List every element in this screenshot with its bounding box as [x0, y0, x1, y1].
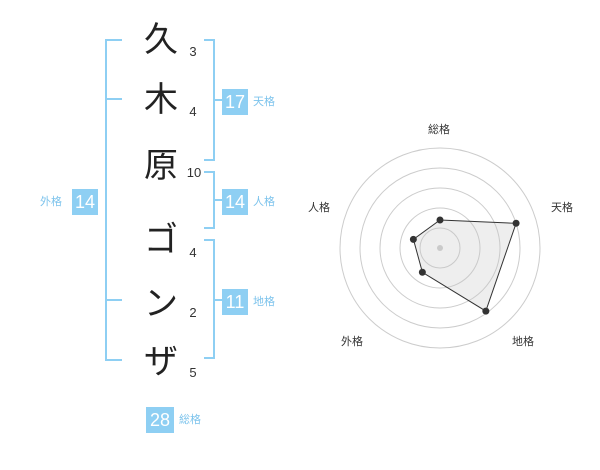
name-char-2: 木	[144, 80, 178, 120]
chikaku-label: 地格	[253, 295, 275, 308]
chikaku-value: 11	[222, 289, 248, 315]
radar-area	[412, 219, 517, 312]
radar-ring	[339, 147, 541, 349]
radar-grid	[339, 147, 541, 349]
name-char-5: ン	[144, 284, 178, 324]
radar-point-2	[512, 219, 520, 227]
radar-ring	[379, 187, 501, 309]
stroke-count-5: 2	[189, 305, 197, 320]
name-char-3: 原	[144, 146, 178, 186]
stroke-count-6: 5	[189, 365, 197, 380]
radar-label-tenkaku: 天格	[551, 201, 573, 214]
stroke-count-1: 3	[189, 44, 197, 59]
radar-label-soukaku: 総格	[428, 123, 450, 136]
stroke-count-4: 4	[189, 245, 197, 260]
soukaku-value: 28	[146, 407, 174, 433]
name-char-1: 久	[144, 20, 178, 60]
radar-ring	[359, 167, 521, 329]
jinkaku-value: 14	[222, 189, 248, 215]
radar-point-1	[436, 216, 444, 224]
radar-points	[409, 216, 520, 315]
radar-ring	[399, 207, 481, 289]
gaikaku-bracket	[105, 39, 122, 361]
radar-center	[437, 245, 443, 251]
radar-label-gaikaku: 外格	[341, 335, 363, 348]
soukaku-label: 総格	[179, 413, 201, 426]
radar-point-3	[482, 307, 490, 315]
radar-ring	[419, 227, 461, 269]
radar-point-5	[409, 235, 417, 243]
tenkaku-value: 17	[222, 89, 248, 115]
tenkaku-label: 天格	[253, 95, 275, 108]
gaikaku-label: 外格	[40, 195, 62, 208]
name-char-4: ゴ	[144, 220, 178, 260]
jinkaku-label: 人格	[253, 195, 275, 208]
gaikaku-value: 14	[72, 189, 98, 215]
stroke-count-2: 4	[189, 104, 197, 119]
radar-label-jinkaku: 人格	[308, 201, 330, 214]
stroke-count-3: 10	[186, 165, 202, 180]
name-char-6: ザ	[144, 342, 178, 382]
radar-label-chikaku: 地格	[512, 335, 534, 348]
radar-point-4	[418, 268, 426, 276]
